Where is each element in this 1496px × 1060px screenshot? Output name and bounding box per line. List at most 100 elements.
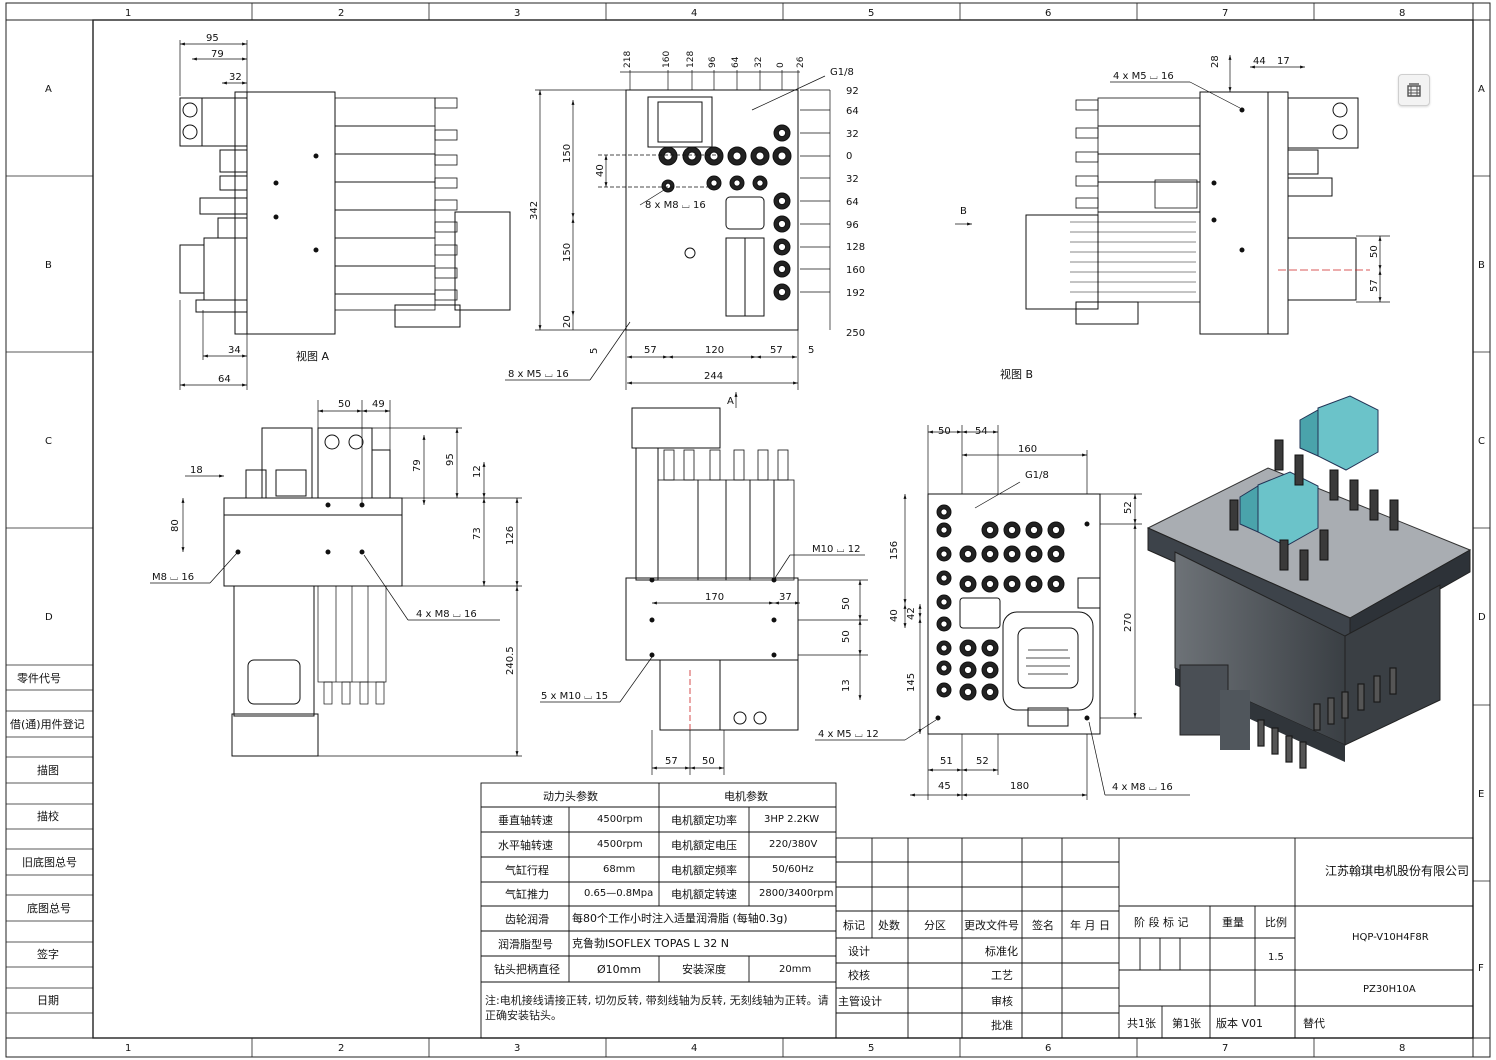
row-label-a-left: A [45, 84, 52, 95]
dim-text: 52 [1123, 501, 1134, 514]
isometric-render [1146, 395, 1472, 769]
spindle-bore [1007, 579, 1017, 589]
spindle-bore [777, 287, 787, 297]
company-name: 江苏翰琪电机股份有限公司 [1325, 863, 1469, 878]
spindle-bore [710, 179, 718, 187]
spindle-bore [663, 151, 673, 161]
spindle-bore [687, 151, 697, 161]
dim-text: 145 [906, 673, 917, 692]
params-label: 安装深度 [682, 962, 726, 976]
spindle-bore [733, 179, 741, 187]
view-b [955, 55, 1390, 335]
dim-text: 150 [562, 243, 573, 262]
front-view [540, 392, 868, 775]
weight-label: 重量 [1222, 915, 1244, 929]
dim-text: 49 [372, 399, 385, 410]
row-label-d-right: D [1478, 612, 1486, 623]
spindle-bore [1007, 549, 1017, 559]
rev-header: 标记 [843, 918, 865, 932]
dim-text: 8 x M8 ⌴ 16 [645, 200, 706, 211]
spindle-bore [985, 525, 995, 535]
spindle-bore [985, 643, 995, 653]
spindle-bore [940, 686, 948, 694]
crop-button[interactable] [1398, 74, 1430, 106]
spindle-bore [1029, 525, 1039, 535]
rev-header: 年 月 日 [1070, 918, 1110, 932]
dim-text: 128 [846, 242, 865, 253]
dim-text: 50 [938, 426, 951, 437]
dim-text: 73 [472, 527, 483, 540]
spindle-bore [1051, 579, 1061, 589]
spindle-bore [732, 151, 742, 161]
row-label-f-right: F [1478, 963, 1484, 974]
dim-text: 120 [705, 345, 724, 356]
strip-signature: 签字 [37, 947, 59, 961]
dim-text: 218 [623, 51, 633, 68]
col-label-8-bottom: 8 [1399, 1043, 1405, 1054]
scale-label: 比例 [1265, 915, 1287, 929]
dim-text: 57 [1369, 279, 1380, 292]
dim-text: 79 [412, 459, 423, 472]
dim-text: 42 [906, 607, 917, 620]
stage-label: 阶 段 标 记 [1134, 915, 1189, 929]
spindle-bore [940, 620, 948, 628]
dim-text: 244 [704, 371, 723, 382]
dim-text: 54 [975, 426, 988, 437]
col-label-1: 1 [125, 8, 131, 19]
dim-text: M10 ⌴ 12 [812, 544, 860, 555]
col-label-7: 7 [1222, 8, 1228, 19]
params-label: 润滑脂型号 [498, 937, 553, 951]
spindle-bore [709, 151, 719, 161]
dim-text: 64 [731, 56, 741, 68]
spindle-bore [1029, 579, 1039, 589]
strip-base-no: 底图总号 [27, 901, 71, 915]
params-label: 电机额定转速 [671, 887, 737, 901]
dim-text: 4 x M5 ⌴ 16 [1113, 71, 1174, 82]
dim-text: 126 [505, 526, 516, 545]
dim-text: 52 [976, 756, 989, 767]
dim-text: 57 [644, 345, 657, 356]
view-a [179, 40, 511, 390]
sign-right-label: 批准 [991, 1018, 1013, 1032]
rev-header: 分区 [924, 919, 946, 932]
params-label: 垂直轴转速 [498, 813, 553, 827]
col-label-3-bottom: 3 [514, 1043, 520, 1054]
dim-text: 95 [206, 33, 219, 44]
strip-trace-check: 描校 [37, 809, 59, 823]
view-b-arrow-label: B [960, 206, 967, 217]
col-label-6: 6 [1045, 8, 1051, 19]
dim-text: 13 [841, 679, 852, 692]
params-value: 0.65—0.8Mpa [584, 888, 653, 899]
spindle-bore [755, 151, 765, 161]
drawing-number: HQP-V10H4F8R [1352, 932, 1429, 943]
sign-right-label: 审核 [991, 994, 1013, 1008]
dim-text: 192 [846, 288, 865, 299]
row-label-d-left: D [45, 612, 53, 623]
spindle-bore [985, 665, 995, 675]
dim-text: G1/8 [1025, 470, 1049, 481]
spindle-bore [777, 242, 787, 252]
dim-text: 96 [846, 220, 859, 231]
dim-text: 0 [846, 151, 852, 162]
spindle-bore [777, 219, 787, 229]
bottom-view [815, 425, 1190, 800]
dim-text: 45 [938, 781, 951, 792]
dim-text: 5 [808, 345, 814, 356]
params-label: 钻头把柄直径 [494, 962, 560, 976]
scale-value: 1.5 [1268, 952, 1284, 963]
spindle-bore [777, 196, 787, 206]
spindle-bore [664, 182, 672, 190]
replace-label: 替代 [1303, 1016, 1325, 1030]
dim-text: 40 [595, 164, 606, 177]
dim-text: 50 [841, 630, 852, 643]
params-value: 220/380V [769, 839, 818, 850]
params-label: 齿轮润滑 [505, 912, 549, 926]
crop-icon [1407, 83, 1421, 97]
dim-text: 32 [229, 72, 242, 83]
row-label-e-right: E [1478, 789, 1484, 800]
dim-text: 26 [796, 56, 806, 68]
spindle-bore [940, 550, 948, 558]
dim-text: 240.5 [505, 646, 516, 675]
strip-borrowed: 借(通)用件登记 [10, 717, 85, 731]
params-value: 2800/3400rpm [759, 888, 833, 899]
